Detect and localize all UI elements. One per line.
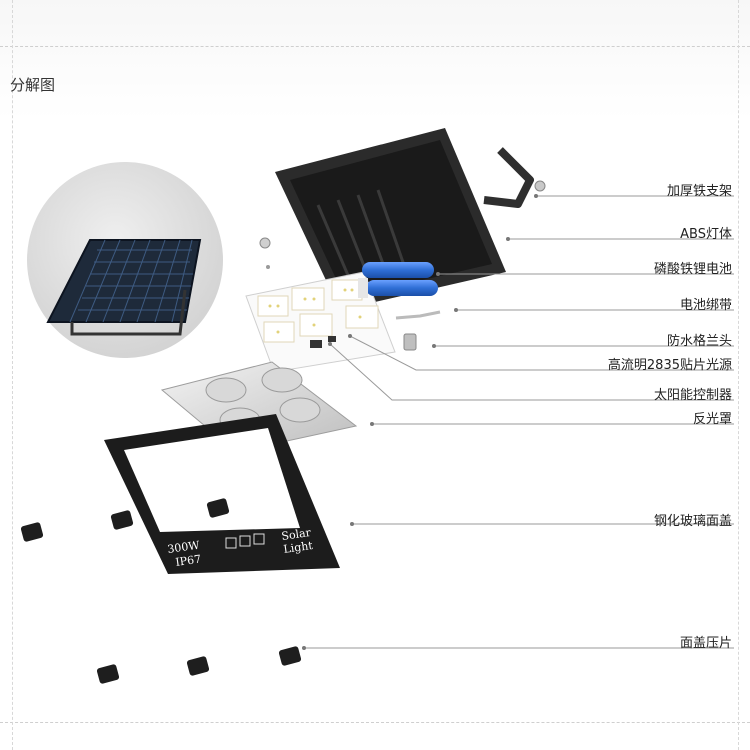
label-solar-controller: 太阳能控制器 [653,388,732,403]
badge-icon [239,535,251,547]
label-tempered-glass: 钢化玻璃面盖 [653,514,732,529]
label-cover-clip: 面盖压片 [679,636,732,651]
brand-rating: IP67 [175,553,202,569]
guide-line-top [0,46,750,47]
iron-bracket [483,147,546,208]
tempered-glass-cover: 300W IP67 Solar Light [104,414,340,574]
label-waterproof-connector: 防水格兰头 [666,334,732,349]
page-title: 分解图 [10,76,56,94]
label-battery-strap: 电池绑带 [679,298,732,313]
leader-dots [302,194,538,650]
guide-line-bottom [0,722,750,723]
label-bracket: 加厚铁支架 [666,184,732,199]
screw-icon [259,237,271,249]
cover-clips [20,498,302,684]
label-abs-body: ABS灯体 [680,227,732,242]
lifepo4-battery [358,262,438,298]
abs-housing [275,128,506,310]
solar-panel-inset [27,162,223,358]
leader-lines [304,195,734,649]
brand-name-line1: Solar [281,526,313,543]
brand-power: 300W [167,539,201,556]
led-board [245,271,441,373]
badge-icon [225,537,237,549]
label-reflector: 反光罩 [692,412,732,427]
brand-name-line2: Light [283,539,314,556]
badge-icon [253,533,265,545]
guide-line-left [12,0,13,750]
guide-line-right [738,0,739,750]
screw-icon [266,265,270,269]
label-smd-led: 高流明2835贴片光源 [607,358,732,373]
waterproof-connector [403,333,417,351]
label-battery: 磷酸铁锂电池 [653,262,732,277]
